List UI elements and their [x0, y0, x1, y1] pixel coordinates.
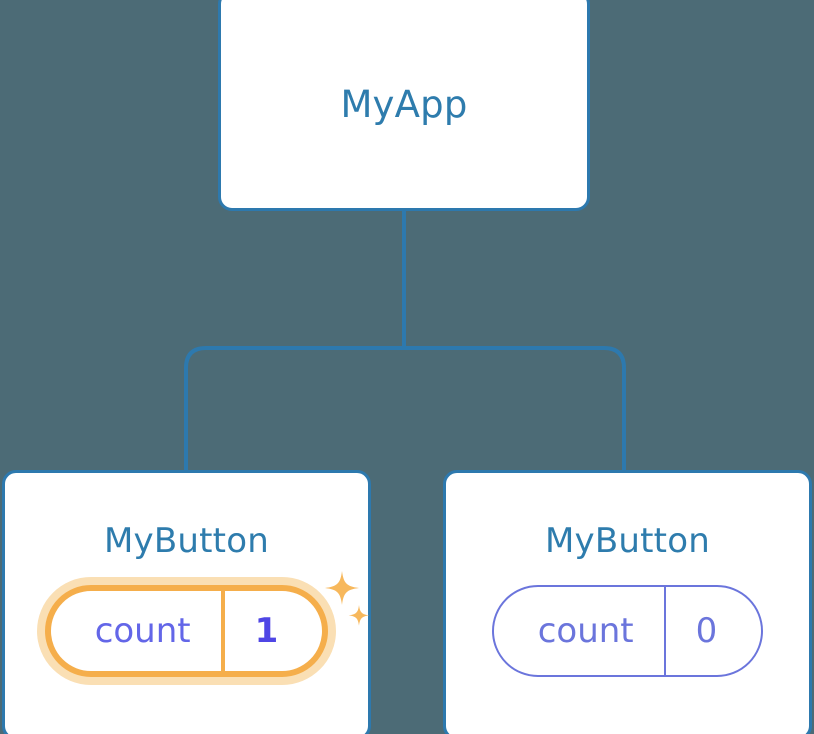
- state-pill-plain[interactable]: count 0: [491, 585, 764, 677]
- component-node-mybutton-left[interactable]: MyButton count 1: [2, 470, 371, 734]
- state-value: 1: [220, 591, 323, 671]
- state-pill-container: count 1: [5, 585, 368, 677]
- component-title: MyButton: [545, 521, 710, 561]
- component-node-mybutton-right[interactable]: MyButton count 0: [443, 470, 812, 734]
- edge-branch-bus: [184, 346, 626, 470]
- component-title: MyApp: [340, 83, 468, 126]
- state-key: count: [94, 611, 191, 651]
- state-value: 0: [663, 587, 762, 675]
- state-key: count: [537, 611, 634, 651]
- component-node-myapp[interactable]: MyApp: [218, 0, 590, 211]
- component-title: MyButton: [104, 521, 269, 561]
- state-pill-container: count 0: [446, 585, 809, 677]
- state-pill-highlighted[interactable]: count 1: [44, 585, 329, 677]
